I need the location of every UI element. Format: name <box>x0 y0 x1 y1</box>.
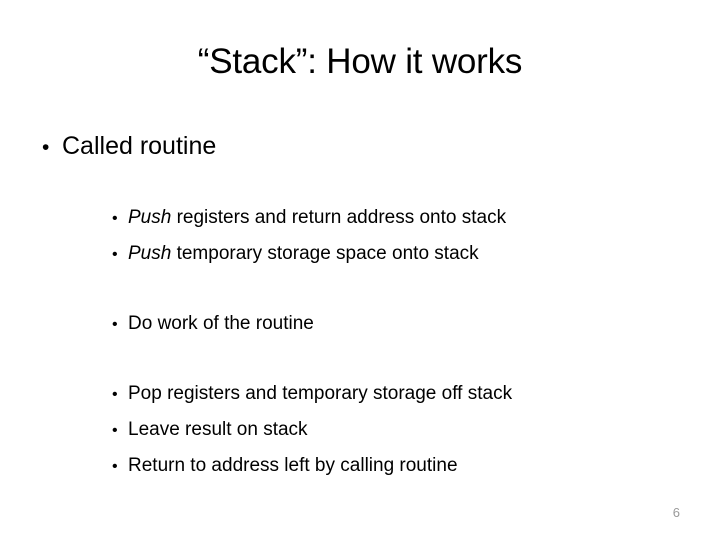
list-item-label: Return to address left by calling routin… <box>128 455 458 476</box>
bullet-icon: • <box>112 210 118 227</box>
bullet-icon: • <box>112 386 118 403</box>
list-item: • Called routine <box>0 128 720 166</box>
bullet-icon: • <box>112 246 118 263</box>
bullet-group-return-steps: • Pop registers and temporary storage of… <box>0 376 720 484</box>
list-item-label: Called routine <box>62 132 217 160</box>
list-item-text: registers and return address onto stack <box>171 207 507 228</box>
bullet-icon: • <box>112 422 118 439</box>
spacer <box>0 272 720 306</box>
list-item-label: Do work of the routine <box>128 313 314 334</box>
bullet-icon: • <box>112 316 118 333</box>
spacer <box>0 342 720 376</box>
list-item: • Return to address left by calling rout… <box>0 448 720 484</box>
page-number: 6 <box>672 505 680 520</box>
bullet-group-push-steps: • Push registers and return address onto… <box>0 200 720 272</box>
list-item: • Pop registers and temporary storage of… <box>0 376 720 412</box>
list-item: • Do work of the routine <box>0 306 720 342</box>
list-item-label: Pop registers and temporary storage off … <box>128 383 513 404</box>
spacer <box>0 166 720 200</box>
page-title: “Stack”: How it works <box>197 42 523 81</box>
list-item: • Push temporary storage space onto stac… <box>0 236 720 272</box>
list-item-text: temporary storage space onto stack <box>171 243 479 264</box>
list-item: • Leave result on stack <box>0 412 720 448</box>
emphasis-text: Push <box>128 207 172 228</box>
emphasis-text: Push <box>128 243 172 264</box>
slide-body: • Called routine • Push registers and re… <box>0 128 720 484</box>
list-item-label: Push temporary storage space onto stack <box>128 236 479 271</box>
bullet-group-do-work: • Do work of the routine <box>0 306 720 342</box>
list-item-label: Push registers and return address onto s… <box>128 200 506 235</box>
bullet-icon: • <box>42 136 50 159</box>
bullet-icon: • <box>112 458 118 475</box>
list-item: • Push registers and return address onto… <box>0 200 720 236</box>
bullet-group-called-routine: • Called routine <box>0 128 720 166</box>
list-item-label: Leave result on stack <box>128 419 308 440</box>
